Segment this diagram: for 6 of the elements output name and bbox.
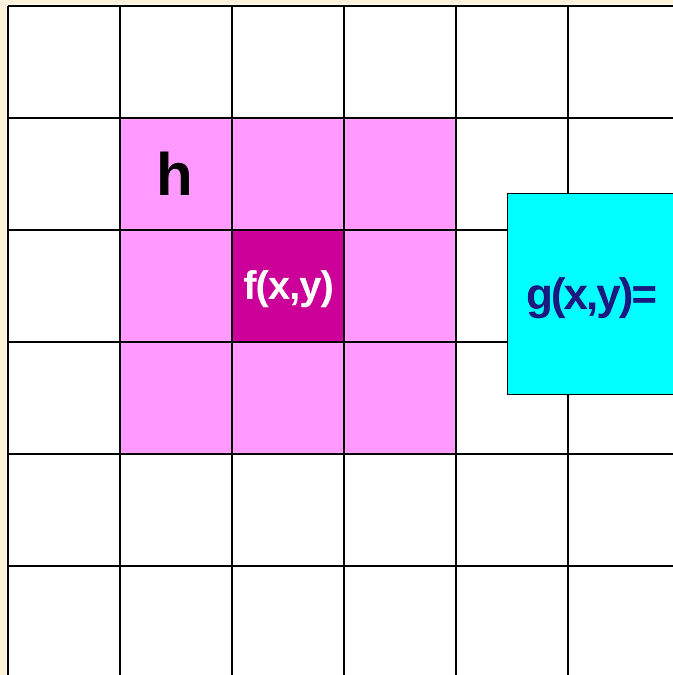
highlighted-region bbox=[120, 118, 456, 454]
cell-label: f(x,y) bbox=[242, 263, 334, 310]
output-box bbox=[507, 193, 673, 395]
output-label: g(x,y)= bbox=[525, 269, 656, 321]
region-label: h bbox=[156, 140, 193, 209]
center-cell bbox=[232, 230, 344, 342]
